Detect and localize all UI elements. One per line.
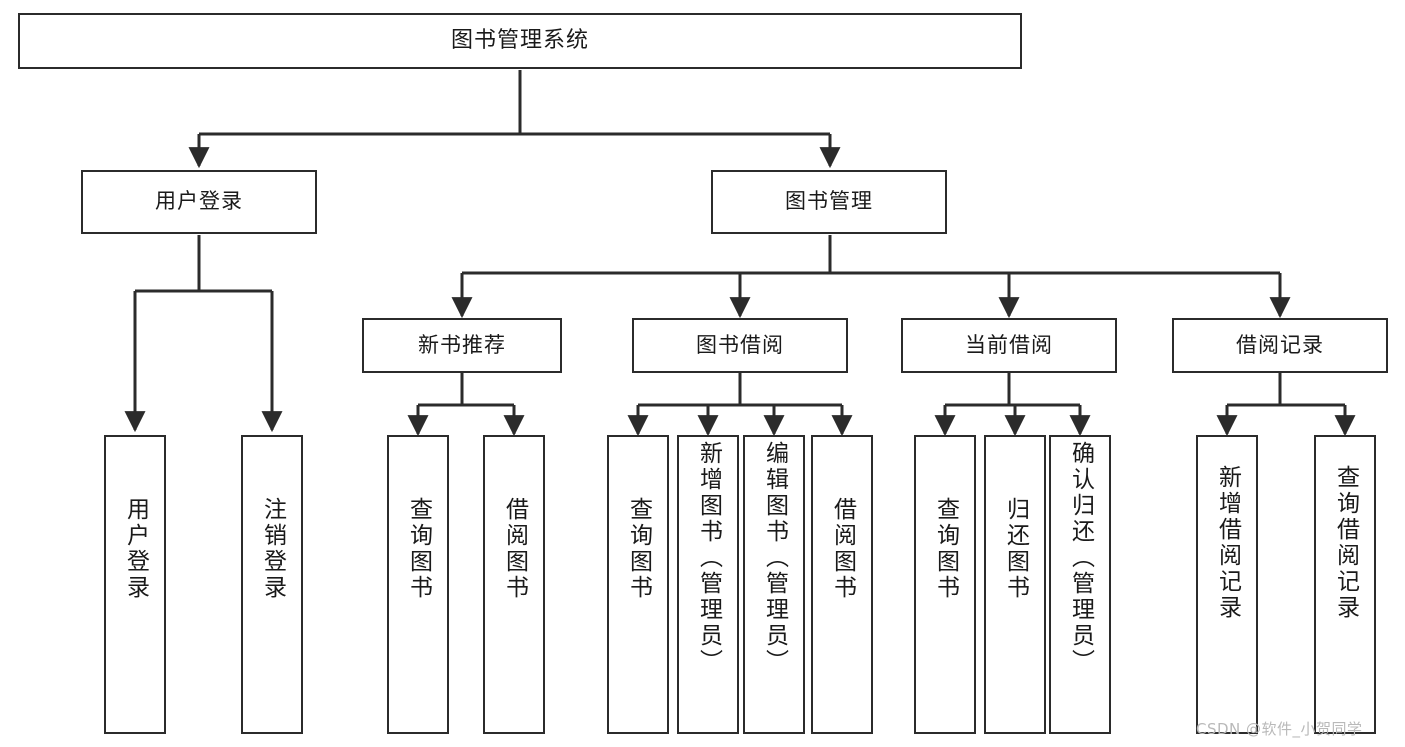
leaf-query-book-3[interactable]: 查询图书 [914, 435, 976, 734]
leaf-add-record[interactable]: 新增借阅记录 [1196, 435, 1258, 734]
node-borrow-record-label: 借阅记录 [1236, 332, 1324, 357]
node-borrow-record[interactable]: 借阅记录 [1172, 318, 1388, 373]
node-book-manage-label: 图书管理 [785, 189, 873, 214]
leaf-query-book-2[interactable]: 查询图书 [607, 435, 669, 734]
leaf-query-record[interactable]: 查询借阅记录 [1314, 435, 1376, 734]
leaf-borrow-book-2[interactable]: 借阅图书 [811, 435, 873, 734]
leaf-confirm-return-label: 确认归还（管理员） [1067, 441, 1094, 675]
node-new-book-recommend[interactable]: 新书推荐 [362, 318, 562, 373]
leaf-return-book[interactable]: 归还图书 [984, 435, 1046, 734]
node-root[interactable]: 图书管理系统 [18, 13, 1022, 69]
node-current-borrow-label: 当前借阅 [965, 332, 1053, 357]
leaf-edit-book[interactable]: 编辑图书（管理员） [743, 435, 805, 734]
leaf-return-book-label: 归还图书 [1002, 497, 1029, 601]
leaf-add-record-label: 新增借阅记录 [1214, 465, 1241, 621]
node-current-borrow[interactable]: 当前借阅 [901, 318, 1117, 373]
node-book-borrow[interactable]: 图书借阅 [632, 318, 848, 373]
leaf-confirm-return[interactable]: 确认归还（管理员） [1049, 435, 1111, 734]
leaf-query-record-label: 查询借阅记录 [1332, 465, 1359, 621]
leaf-add-book-label: 新增图书（管理员） [695, 441, 722, 675]
leaf-user-logout-label: 注销登录 [259, 497, 286, 601]
leaf-edit-book-label: 编辑图书（管理员） [761, 441, 788, 675]
node-new-book-recommend-label: 新书推荐 [418, 332, 506, 357]
leaf-user-login-label: 用户登录 [122, 497, 149, 601]
leaf-query-book-1[interactable]: 查询图书 [387, 435, 449, 734]
node-book-borrow-label: 图书借阅 [696, 332, 784, 357]
leaf-query-book-3-label: 查询图书 [932, 497, 959, 601]
leaf-borrow-book-2-label: 借阅图书 [829, 497, 856, 601]
leaf-user-login[interactable]: 用户登录 [104, 435, 166, 734]
node-book-manage[interactable]: 图书管理 [711, 170, 947, 234]
leaf-borrow-book-1[interactable]: 借阅图书 [483, 435, 545, 734]
leaf-query-book-1-label: 查询图书 [405, 497, 432, 601]
leaf-borrow-book-1-label: 借阅图书 [501, 497, 528, 601]
node-user-login[interactable]: 用户登录 [81, 170, 317, 234]
node-root-label: 图书管理系统 [450, 27, 589, 53]
node-user-login-label: 用户登录 [155, 189, 243, 214]
leaf-user-logout[interactable]: 注销登录 [241, 435, 303, 734]
leaf-add-book[interactable]: 新增图书（管理员） [677, 435, 739, 734]
leaf-query-book-2-label: 查询图书 [625, 497, 652, 601]
csdn-watermark: CSDN @软件_小贺同学 [1196, 720, 1363, 738]
